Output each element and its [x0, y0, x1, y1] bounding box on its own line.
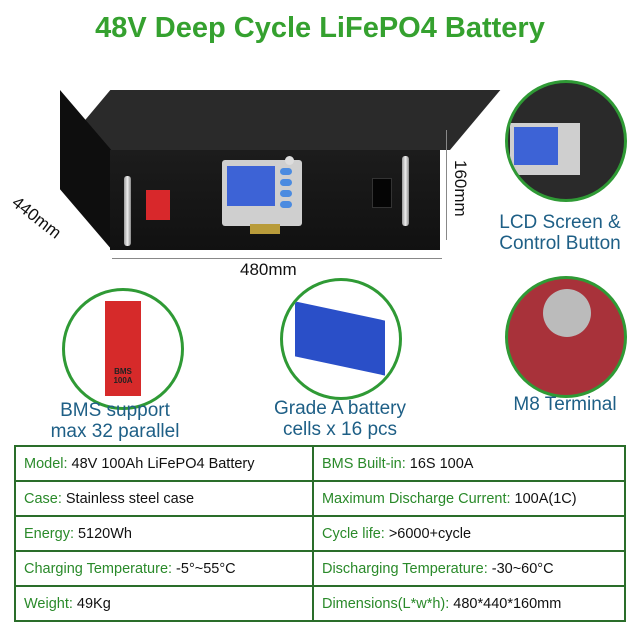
page-title: 48V Deep Cycle LiFePO4 Battery [95, 12, 545, 44]
battery-case-top [60, 90, 501, 150]
spec-cell: Dimensions(L*w*h):480*440*160mm [311, 585, 627, 622]
caption-line: Control Button [499, 233, 621, 254]
lcd-closeup-image [505, 80, 627, 202]
height-label: 160mm [451, 160, 470, 217]
caption-line: BMS support [60, 400, 170, 421]
spec-value: >6000+cycle [388, 525, 472, 542]
breaker-switch [146, 190, 170, 220]
spec-label: Discharging Temperature: [321, 560, 488, 577]
terminal-caption: M8 Terminal [513, 394, 617, 415]
bms-caption: BMS support max 32 parallel [30, 400, 200, 442]
bms-board [105, 301, 141, 396]
width-dimension-line [112, 258, 442, 259]
bms-board-label: BMS 100A [113, 367, 133, 385]
spec-cell: Case:Stainless steel case [14, 480, 314, 517]
spec-label: Cycle life: [321, 525, 385, 542]
spec-value: 100A(1C) [514, 490, 577, 507]
spec-cell: Charging Temperature:-5°~55°C [14, 550, 314, 587]
spec-cell: Energy:5120Wh [14, 515, 314, 552]
spec-label: Dimensions(L*w*h): [321, 595, 450, 612]
spec-value: 48V 100Ah LiFePO4 Battery [71, 455, 255, 472]
cell-caption: Grade A battery cells x 16 pcs [250, 398, 430, 440]
control-button [280, 201, 292, 208]
control-button [280, 168, 292, 175]
caption-line: cells x 16 pcs [282, 419, 398, 440]
spec-value: 5120Wh [77, 525, 132, 542]
spec-cell: Discharging Temperature:-30~60°C [311, 550, 627, 587]
height-dimension-line [446, 130, 447, 240]
battery-cell-image [280, 278, 402, 400]
caption-line: LCD Screen & [499, 212, 621, 233]
spec-cell: Maximum Discharge Current:100A(1C) [311, 480, 627, 517]
spec-cell: Weight:49Kg [14, 585, 314, 622]
spec-value: -30~60°C [491, 560, 554, 577]
spec-label: Case: [24, 490, 62, 507]
spec-cell: Cycle life:>6000+cycle [311, 515, 627, 552]
spec-value: -5°~55°C [176, 560, 236, 577]
spec-value: 49Kg [76, 595, 111, 612]
caption-line: max 32 parallel [50, 421, 180, 442]
control-button [280, 190, 292, 197]
spec-label: Weight: [24, 595, 73, 612]
lcd-screen [227, 166, 275, 206]
depth-label: 440mm [8, 192, 65, 243]
left-handle [124, 176, 131, 246]
bms-image: BMS 100A [62, 288, 184, 410]
spec-label: Energy: [24, 525, 74, 542]
spec-label: Maximum Discharge Current: [321, 490, 511, 507]
spec-label: Model: [24, 455, 68, 472]
right-handle [402, 156, 409, 226]
spec-value: Stainless steel case [65, 490, 195, 507]
rj45-ports [250, 224, 280, 234]
spec-value: 16S 100A [409, 455, 474, 472]
lcd-panel [222, 160, 302, 226]
spec-cell: Model:48V 100Ah LiFePO4 Battery [14, 445, 314, 482]
caption-line: Grade A battery [273, 398, 407, 419]
spec-cell: BMS Built-in:16S 100A [311, 445, 627, 482]
spec-label: Charging Temperature: [24, 560, 173, 577]
lcd-caption: LCD Screen & Control Button [480, 212, 640, 254]
spec-value: 480*440*160mm [453, 595, 562, 612]
indicator-light [285, 156, 294, 165]
width-label: 480mm [240, 260, 297, 279]
control-button [280, 179, 292, 186]
terminal-closeup-image [505, 276, 627, 398]
power-switch [372, 178, 392, 208]
spec-label: BMS Built-in: [321, 455, 406, 472]
